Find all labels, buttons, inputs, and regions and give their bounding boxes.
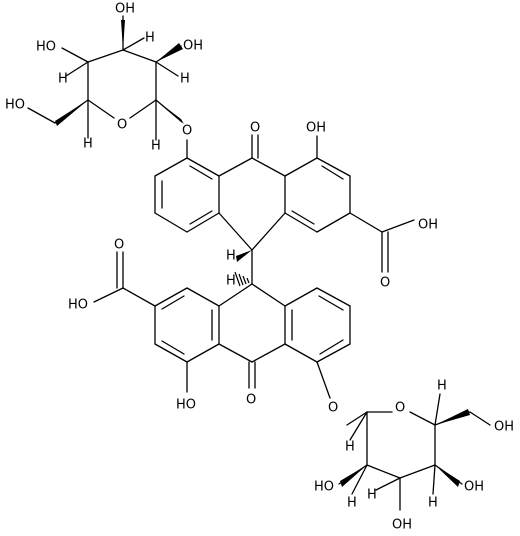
label-oh-right-sugar: OH: [183, 39, 203, 54]
label-h-sugar-4: H: [83, 137, 93, 152]
label-oh-top: OH: [115, 2, 135, 17]
top-glucose-ring: [27, 15, 183, 141]
bottom-anthrone-left-ring: [93, 251, 220, 393]
label-o-acid-top: O: [380, 276, 390, 291]
label-h-sugar-5: H: [151, 139, 161, 154]
dimer-linkage: [234, 249, 253, 287]
label-oh-bottom-right: OH: [464, 480, 484, 495]
top-anthrone-center-ring: [218, 134, 286, 251]
label-ho-phenol-bottom: HO: [176, 398, 196, 413]
bottom-anthrone-right-ring: [284, 287, 351, 399]
label-h-sugar-1: H: [145, 31, 155, 46]
label-o-ring-bottom: O: [395, 401, 405, 416]
label-o-ketone-bottom: O: [246, 393, 256, 408]
label-h-c10-top: H: [226, 249, 236, 264]
label-ho-left-sugar: HO: [36, 40, 56, 55]
top-anthrone-right-ring: [284, 135, 415, 273]
label-h-sugar-3: H: [180, 72, 190, 87]
label-ho-ch2: HO: [5, 98, 25, 113]
top-sugar-stereo-wedges: [55, 20, 184, 126]
label-h-c10-bottom: H: [226, 274, 236, 289]
label-h-bsugar-4: H: [367, 488, 377, 503]
label-ho-acid-bottom: HO: [68, 298, 88, 313]
top-anthrone-left-ring: [154, 157, 220, 233]
bottom-anthrone-center-ring: [218, 283, 286, 389]
bottom-sugar-stereo-wedges: [340, 409, 470, 487]
label-o-link-bottom: O: [328, 401, 338, 416]
label-oh-bottom: OH: [392, 518, 412, 533]
label-o-acid-bottom: O: [114, 238, 124, 253]
label-h-bsugar-5: H: [428, 496, 438, 511]
label-h-bsugar-2: H: [345, 440, 355, 455]
label-oh-acid-top: OH: [418, 218, 438, 233]
label-ho-bottom-left: HO: [314, 480, 334, 495]
atom-labels: OH HO OH H H H H H HO O O O OH OH O H H …: [5, 2, 514, 533]
label-o-link-top: O: [182, 124, 192, 139]
label-h-bsugar-3: H: [347, 496, 357, 511]
label-o-ring-top: O: [117, 118, 127, 133]
label-oh-phenol-top: OH: [306, 121, 326, 136]
label-h-bsugar-1: H: [437, 379, 447, 394]
label-h-sugar-2: H: [58, 72, 68, 87]
label-o-ketone-top: O: [250, 121, 260, 136]
label-oh-ch2-bottom: OH: [494, 420, 514, 435]
